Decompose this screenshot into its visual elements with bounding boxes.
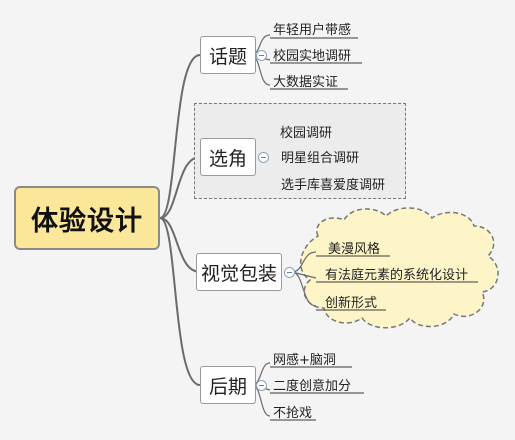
- leaf-node[interactable]: 明星组合调研: [281, 151, 360, 166]
- collapse-icon[interactable]: [258, 152, 269, 163]
- collapse-icon[interactable]: [256, 50, 267, 61]
- branch-node-visual[interactable]: 视觉包装: [196, 253, 282, 291]
- leaf-node[interactable]: 创新形式: [325, 296, 378, 311]
- branch-node-post[interactable]: 后期: [200, 366, 256, 404]
- collapse-icon[interactable]: [256, 380, 267, 391]
- leaf-node[interactable]: 二度创意加分: [273, 379, 352, 394]
- cloud-shape: [300, 207, 499, 329]
- leaf-node[interactable]: 校园调研: [280, 126, 333, 141]
- leaf-node[interactable]: 选手库喜爱度调研: [281, 178, 386, 193]
- leaf-node[interactable]: 大数据实证: [273, 75, 339, 90]
- leaf-node[interactable]: 校园实地调研: [273, 49, 352, 64]
- leaf-node[interactable]: 有法庭元素的系统化设计: [325, 268, 469, 283]
- leaf-node[interactable]: 网感+脑洞: [273, 353, 336, 368]
- branch-node-casting[interactable]: 选角: [200, 138, 256, 176]
- collapse-icon[interactable]: [284, 267, 295, 278]
- leaf-node[interactable]: 不抢戏: [273, 406, 313, 421]
- leaf-node[interactable]: 美漫风格: [328, 242, 381, 257]
- leaf-node[interactable]: 年轻用户带感: [273, 23, 352, 38]
- branch-node-topic[interactable]: 话题: [200, 36, 256, 74]
- root-node[interactable]: 体验设计: [14, 186, 160, 250]
